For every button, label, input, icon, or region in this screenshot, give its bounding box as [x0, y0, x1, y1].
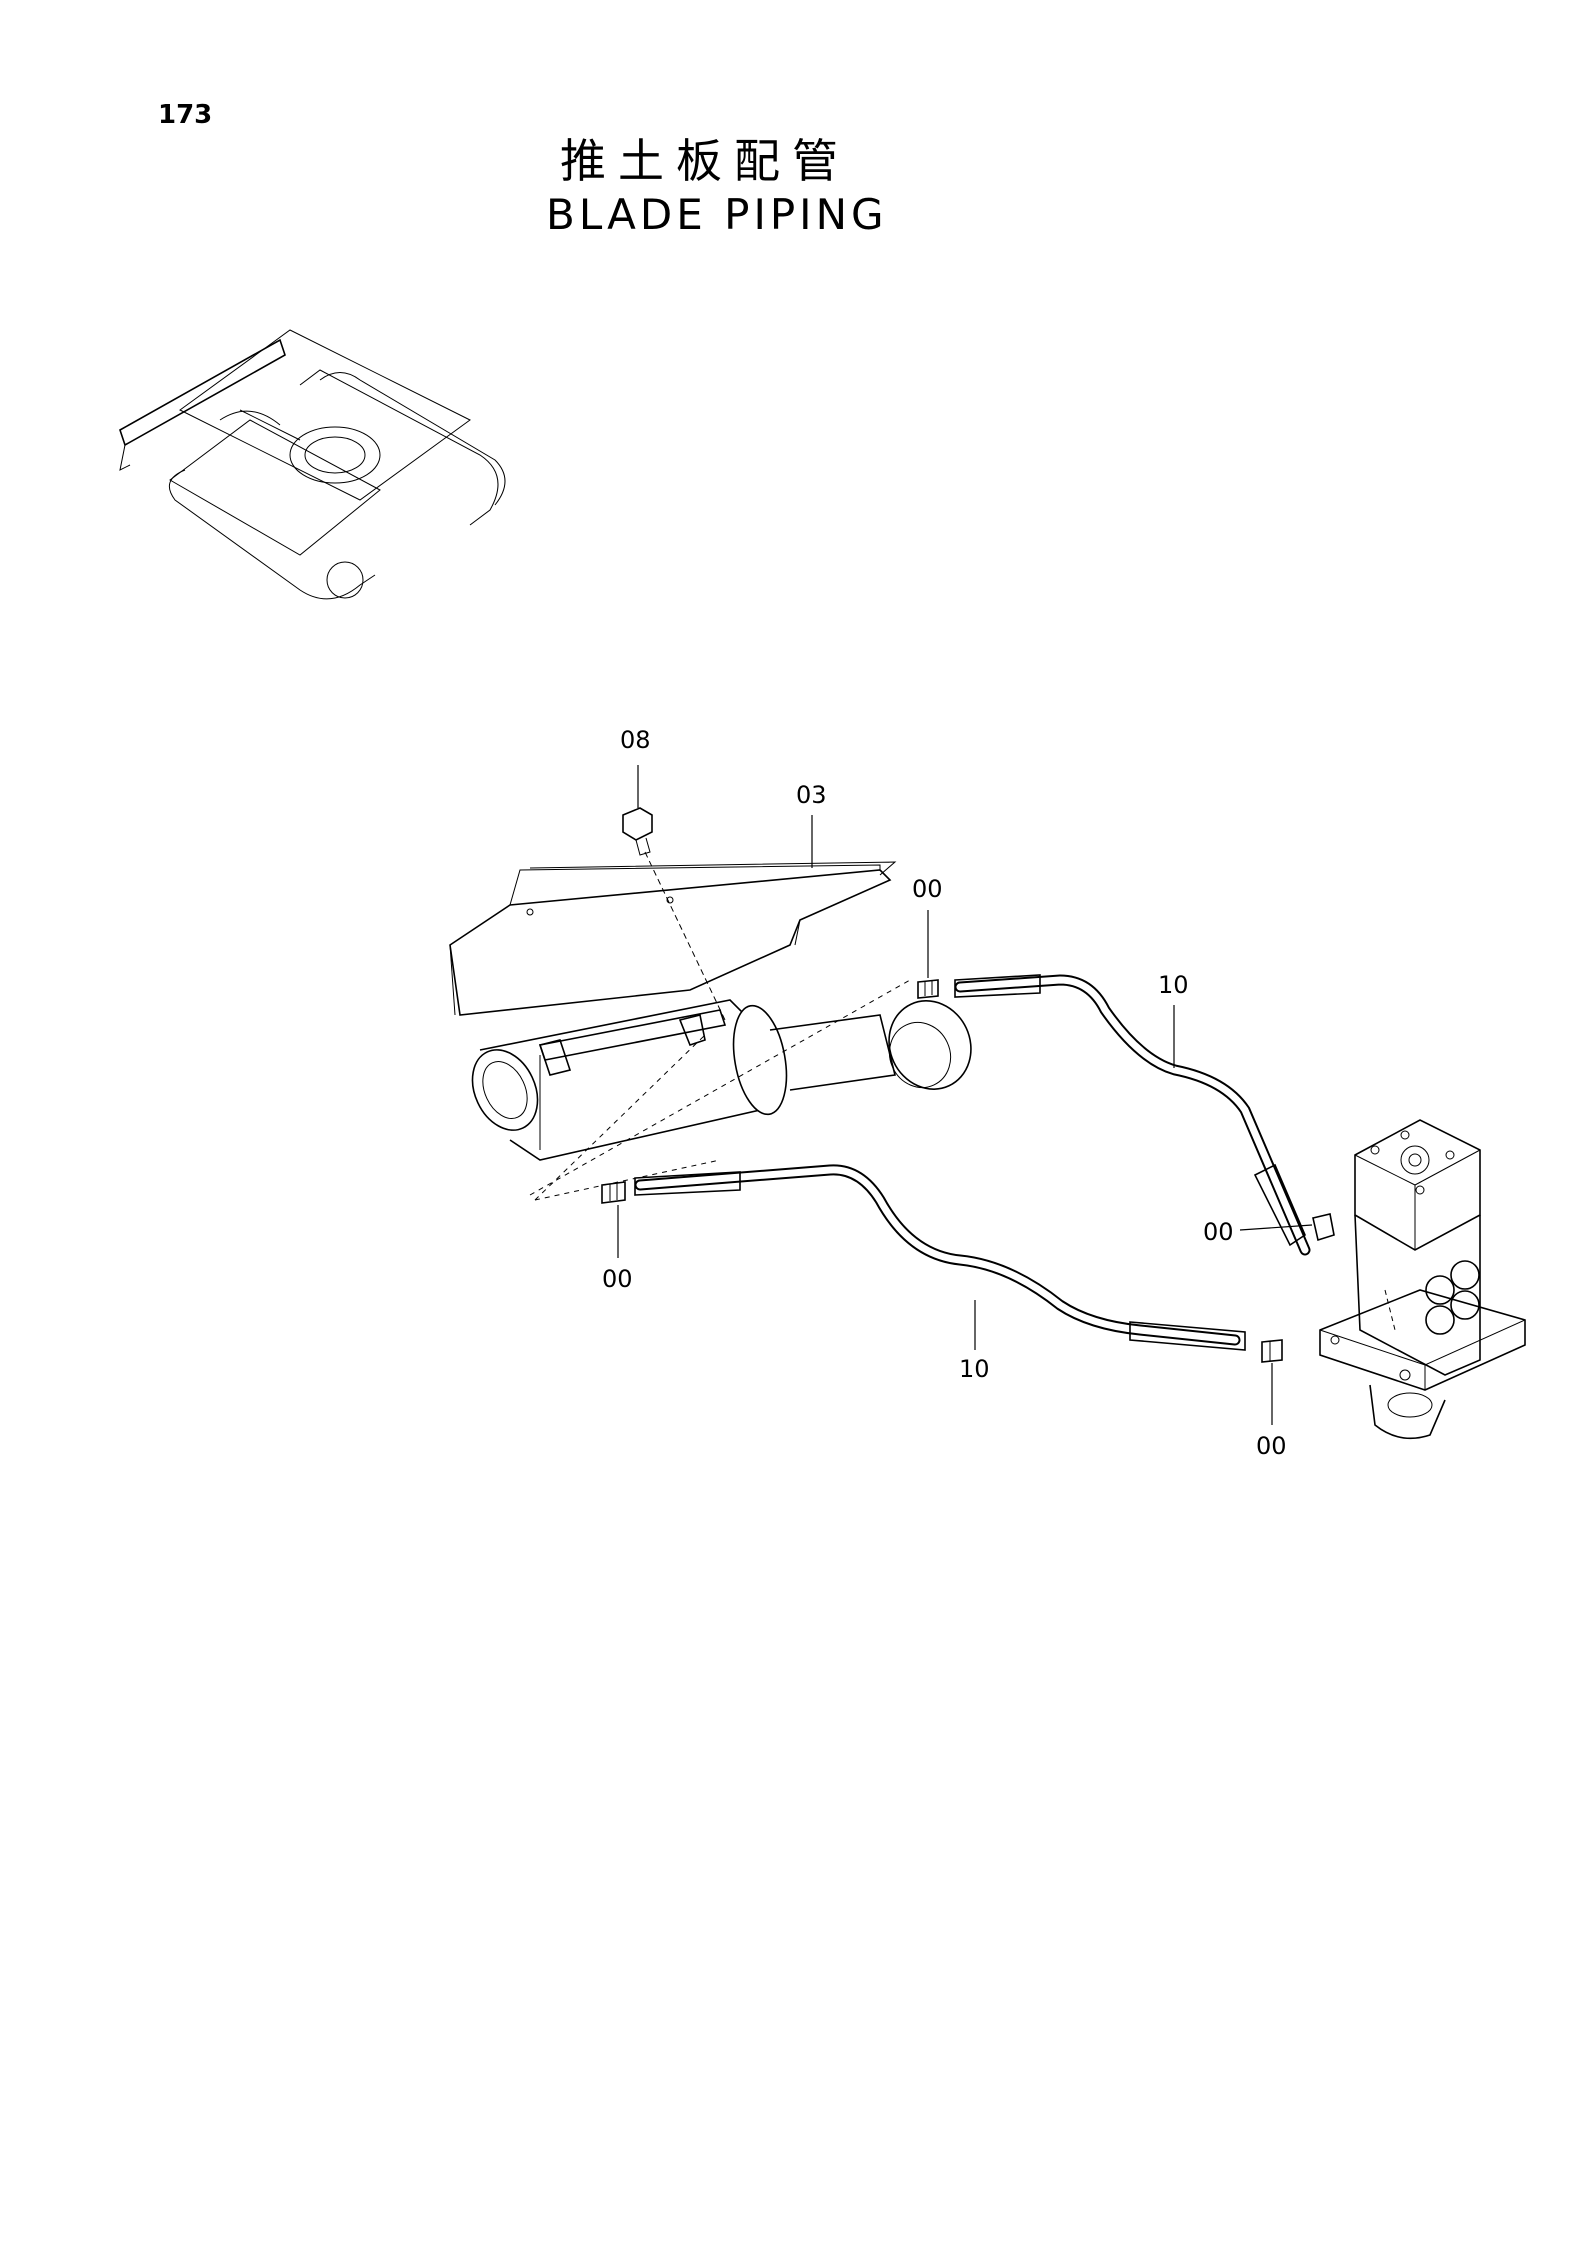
leader-00-right [1239, 1224, 1313, 1231]
title-chinese: 推土板配管 [560, 134, 850, 188]
callout-03: 03 [796, 781, 827, 809]
fitting-lower-left [601, 1181, 626, 1204]
blade-cylinder [471, 979, 972, 1201]
fitting-right [1312, 1213, 1335, 1242]
fitting-upper-left [917, 979, 939, 999]
callout-00-left: 00 [602, 1265, 633, 1293]
hose-lower [634, 1164, 1246, 1351]
callout-10-upper: 10 [1158, 971, 1189, 999]
title-english: BLADE PIPING [546, 190, 888, 239]
page-number: 173 [158, 100, 213, 130]
cover-plate [449, 861, 897, 1016]
callout-08: 08 [620, 726, 651, 754]
bolt [622, 807, 726, 1021]
callout-10-lower: 10 [959, 1355, 990, 1383]
hose-upper [954, 974, 1311, 1256]
callout-00-upper: 00 [912, 875, 943, 903]
callout-00-lower-right: 00 [1256, 1432, 1287, 1460]
callout-00-right: 00 [1203, 1218, 1234, 1246]
center-joint [1319, 1119, 1526, 1440]
fitting-lower-right [1261, 1339, 1283, 1363]
excavator-locator-thumbnail [119, 329, 506, 600]
